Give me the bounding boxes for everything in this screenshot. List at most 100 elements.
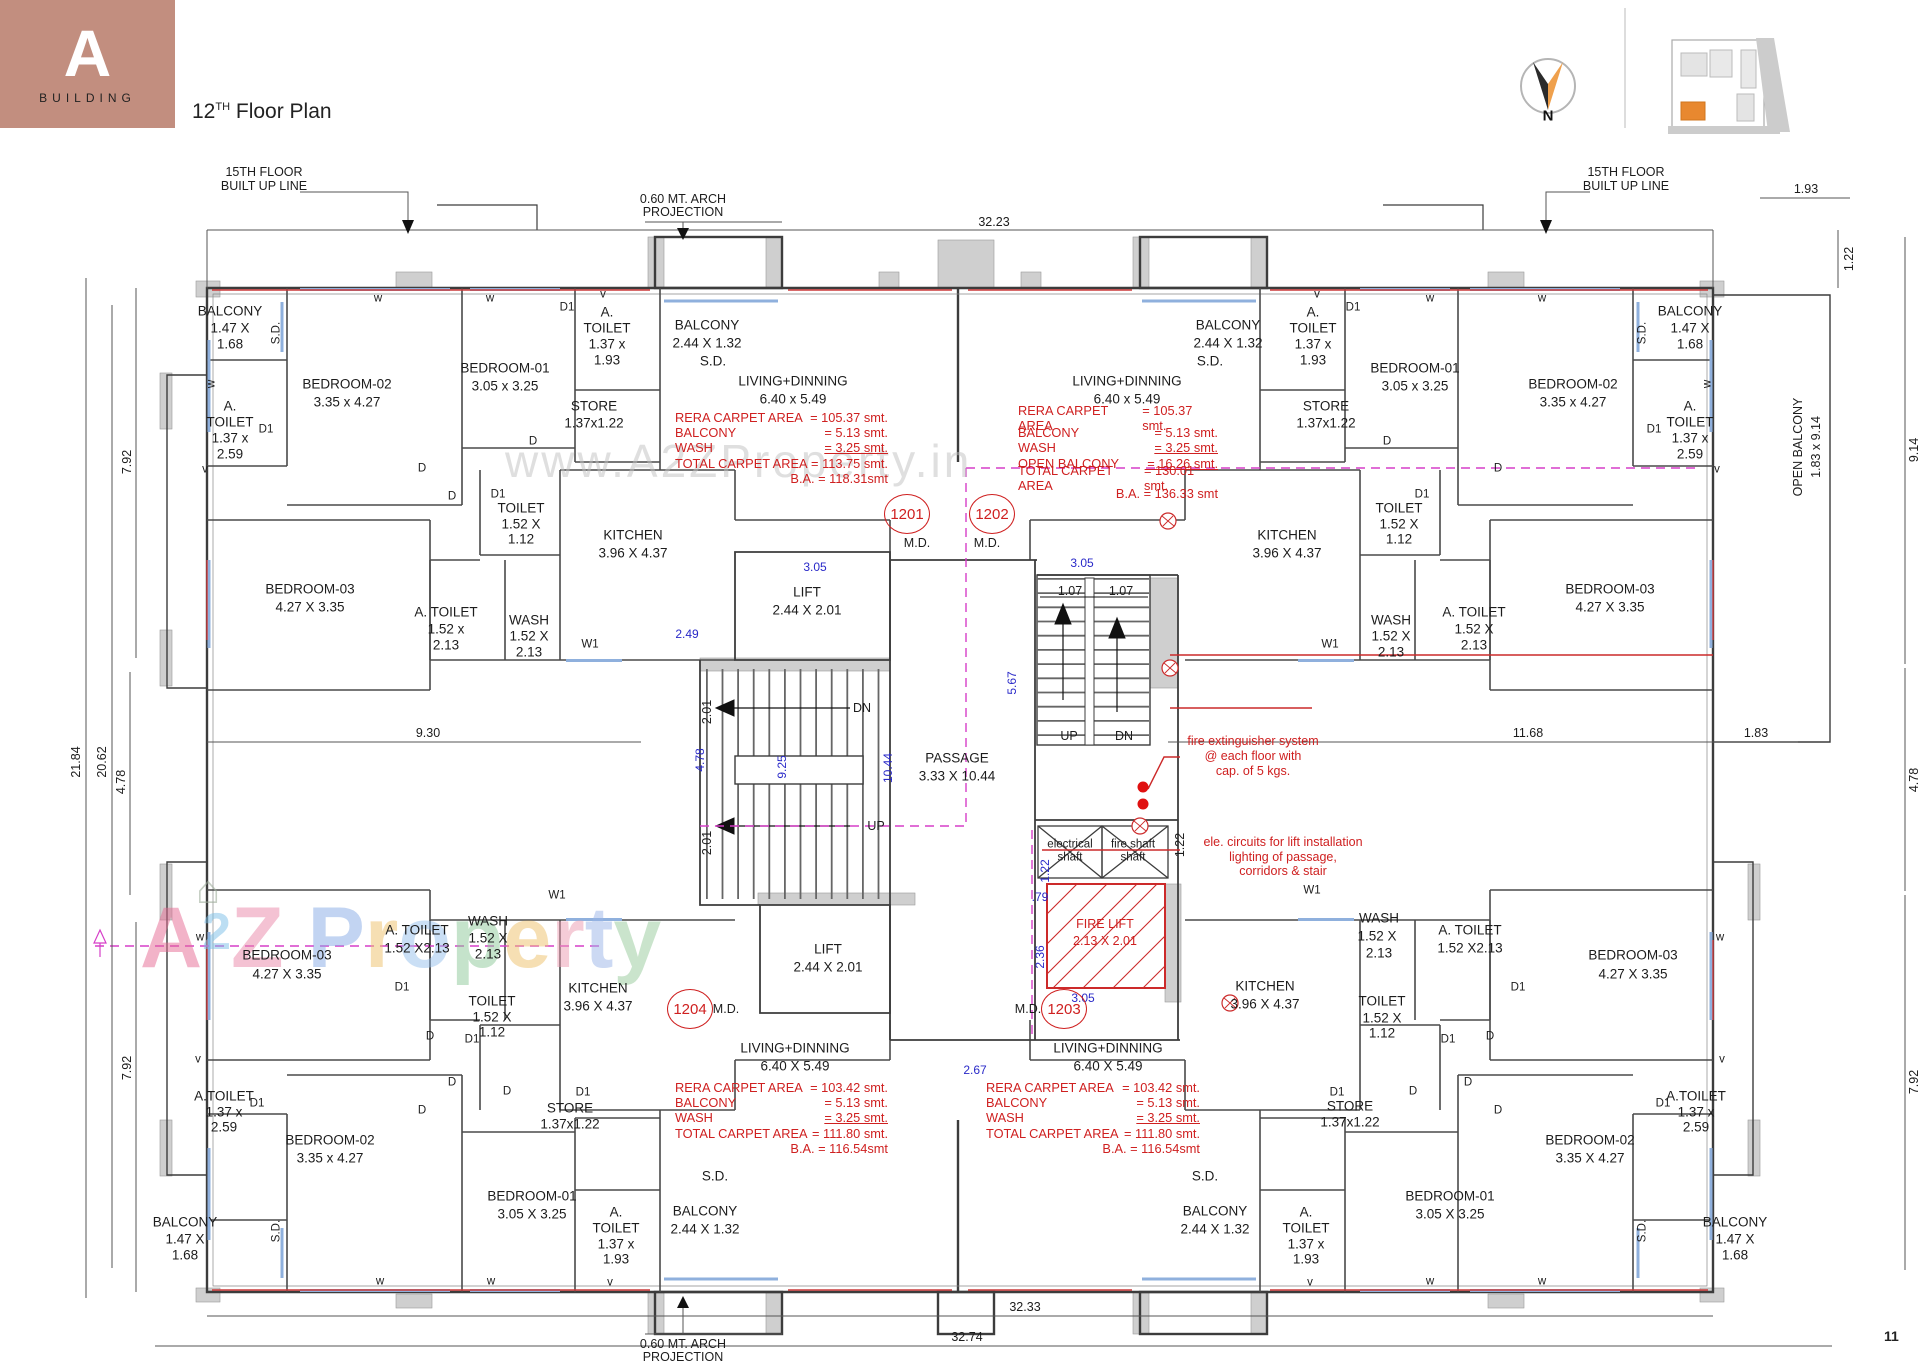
- plan-label: 9.30: [415, 725, 441, 740]
- plan-label: 21.84: [68, 746, 83, 778]
- plan-label: BEDROOM-01: [487, 1188, 577, 1204]
- rera-row-label: RERA CARPET AREA: [1018, 402, 1109, 433]
- watermark-letter: y: [613, 890, 662, 986]
- plan-label: BALCONY: [152, 1214, 218, 1230]
- rera-row-label: WASH: [675, 440, 713, 456]
- plan-label: BEDROOM-01: [1405, 1188, 1495, 1204]
- plan-label: 7.92: [1906, 1069, 1920, 1095]
- unit-number-1201: 1201: [884, 494, 930, 534]
- plan-label: A.: [600, 304, 614, 320]
- plan-label: BALCONY: [197, 303, 263, 319]
- column-blocks: [159, 236, 1761, 1335]
- plan-label: TOILET: [1282, 1220, 1330, 1236]
- plan-label: WASH: [1359, 910, 1399, 926]
- plan-label: D1: [249, 1097, 265, 1110]
- building-word: BUILDING: [39, 91, 136, 105]
- plan-label: D: [417, 462, 427, 475]
- rera-row-label: TOTAL CARPET AREA: [675, 1125, 808, 1141]
- plan-label: D: [1382, 435, 1392, 448]
- plan-label: D1: [575, 1086, 591, 1099]
- plan-label: D1: [490, 488, 506, 501]
- unit-number-1204: 1204: [667, 989, 713, 1029]
- plan-label: BEDROOM-02: [285, 1132, 375, 1148]
- plan-label: v: [1714, 463, 1720, 476]
- plan-label: UP: [1060, 728, 1078, 743]
- plan-label: 3.35 x 4.27: [296, 1150, 364, 1166]
- plan-label: w: [1537, 292, 1547, 305]
- plan-label: 2.13: [432, 637, 460, 653]
- plan-label: STORE: [1302, 398, 1350, 414]
- watermark-house-icon: ⌂: [196, 868, 221, 912]
- plan-label: D: [425, 1030, 435, 1043]
- plan-label: 1.68: [1676, 336, 1704, 352]
- rera-row-value: = 5.13 smt.: [1136, 1095, 1200, 1111]
- plan-label: TOILET: [592, 1220, 640, 1236]
- plan-label: 2.44 X 1.32: [1180, 1221, 1250, 1237]
- plan-label: 1.52 x: [427, 621, 465, 637]
- plan-label: 2.13: [1365, 945, 1393, 961]
- plan-label: 6.40 x 5.49: [1093, 391, 1161, 407]
- rera-row-label: RERA CARPET AREA: [675, 410, 803, 426]
- rera-row-label: RERA CARPET AREA: [675, 1080, 803, 1096]
- plan-label: 6.40 X 5.49: [1073, 1058, 1143, 1074]
- plan-label: 3.96 X 4.37: [563, 998, 633, 1014]
- plan-label: PASSAGE: [925, 750, 989, 766]
- plan-label: lighting of passage,: [1229, 849, 1337, 864]
- plan-label: w: [486, 1275, 496, 1288]
- building-badge: A BUILDING: [0, 0, 175, 128]
- plan-label: fire extinguisher system: [1187, 733, 1319, 748]
- plan-label: 4.78: [693, 748, 707, 772]
- plan-label: 2.01: [699, 699, 714, 725]
- plan-label: 4.27 X 3.35: [1575, 599, 1645, 615]
- plan-label: A.TOILET: [1666, 1088, 1726, 1104]
- plan-label: w: [195, 931, 205, 944]
- plan-label: 1.37 x: [588, 336, 626, 352]
- rera-row-value: B.A. = 116.54smt: [1102, 1140, 1200, 1156]
- rera-row-label: BALCONY: [675, 1095, 737, 1111]
- plan-label: 32.33: [1009, 1299, 1041, 1314]
- core-walls: [699, 551, 1180, 1041]
- plan-label: 1.52 X: [1454, 621, 1494, 637]
- plan-label: 1.07: [1108, 583, 1134, 598]
- plan-label: TOILET: [583, 320, 631, 336]
- plan-label: D: [447, 490, 457, 503]
- rera-row-value: = 3.25 smt.: [824, 440, 888, 456]
- plan-label: 15TH FLOOR: [225, 164, 303, 179]
- plan-label: 3.05: [1070, 556, 1094, 570]
- plan-label: D1: [258, 423, 274, 436]
- plan-label: WASH: [468, 913, 508, 929]
- plan-label: w: [205, 379, 218, 389]
- plan-label: D1: [1440, 1033, 1456, 1046]
- plan-label: LIFT: [793, 584, 821, 600]
- plan-label: fire shaft: [1110, 838, 1156, 851]
- plan-label: BALCONY: [1195, 317, 1261, 333]
- rera-area-block-1204: RERA CARPET AREA= 103.42 smt.BALCONY= 5.…: [675, 1080, 888, 1156]
- survey-marker: [93, 928, 107, 957]
- rera-row-label: RERA CARPET AREA: [986, 1080, 1114, 1096]
- quadrant-top-left: [205, 286, 954, 692]
- plan-label: S.D.: [1636, 321, 1649, 345]
- plan-label: S.D.: [1196, 353, 1224, 369]
- plan-label: w: [485, 292, 495, 305]
- watermark-letter: 2: [202, 903, 232, 961]
- plan-label: 1.47 X: [210, 320, 250, 336]
- rera-row-label: TOTAL CARPET AREA: [1018, 463, 1113, 494]
- unit-number-1202: 1202: [969, 494, 1015, 534]
- watermark-letter: Z: [231, 890, 284, 986]
- plan-label: BEDROOM-03: [242, 947, 332, 963]
- plan-label: BALCONY: [1182, 1203, 1248, 1219]
- rera-row-value: = 5.13 smt.: [1154, 425, 1218, 441]
- stair-arrows: [714, 596, 1148, 835]
- plan-label: 20.62: [94, 746, 109, 778]
- plan-label: 1.37 x: [1671, 430, 1709, 446]
- plan-label: 2.49: [675, 627, 699, 641]
- main-door-tag: M.D.: [973, 536, 1001, 550]
- plan-label: 1.93: [1299, 352, 1327, 368]
- plan-label: 2.01: [699, 830, 714, 856]
- rera-row-value: B.A. = 136.33 smt: [1115, 486, 1218, 502]
- plan-label: A. TOILET: [1442, 604, 1506, 620]
- plan-label: D: [1408, 1085, 1418, 1098]
- plan-label: 1.93: [602, 1251, 630, 1267]
- plan-label: 1.37 x: [211, 430, 249, 446]
